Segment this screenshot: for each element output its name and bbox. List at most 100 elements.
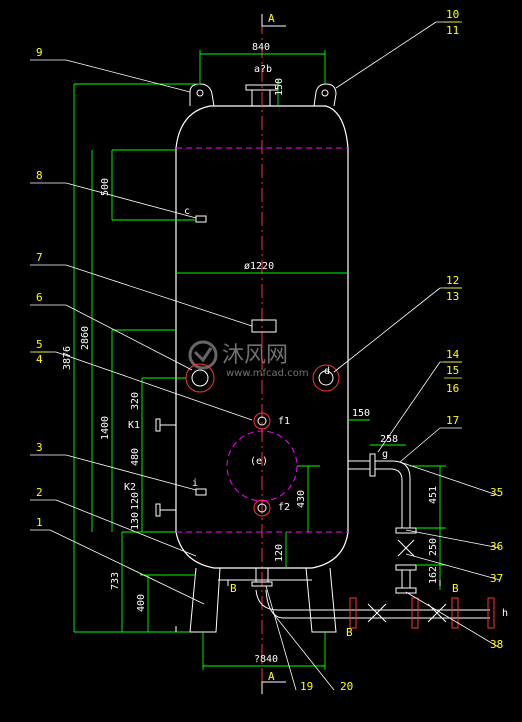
part-label-4: 4: [36, 353, 43, 366]
leader-14: [377, 361, 441, 453]
part-label-16: 16: [446, 382, 459, 395]
supports: [189, 567, 337, 633]
nozzle-label-h: h: [502, 608, 508, 619]
part-label-15: 15: [446, 364, 459, 377]
dim-text-3876: 3876: [62, 346, 73, 370]
nozzle-label-ab: a?b: [254, 64, 272, 75]
part-label-6: 6: [36, 291, 43, 304]
part-label-9: 9: [36, 46, 43, 59]
lug-right-hole: [321, 89, 329, 97]
part-label-20: 20: [340, 680, 353, 693]
watermark-logo-mark: [193, 347, 213, 363]
part-label-7: 7: [36, 251, 43, 264]
support-right: [305, 567, 337, 633]
flange-6-inner: [191, 369, 209, 387]
section-a-bottom-arrow: [261, 681, 286, 694]
leader-7: [65, 264, 253, 327]
drain-flange-b: [411, 597, 419, 629]
nozzle-c: [195, 215, 207, 223]
dim-text-500: 500: [100, 178, 111, 196]
leader-5: [55, 351, 253, 421]
part-label-13: 13: [446, 290, 459, 303]
part-label-35: 35: [490, 486, 503, 499]
dim-text-120a: 120: [130, 492, 141, 510]
part-label-37: 37: [490, 572, 503, 585]
leader-8: [65, 182, 197, 219]
nozzle-label-f2: f2: [278, 502, 290, 513]
leader-10: [335, 21, 437, 89]
dimension-text-group: 840 150 ø1220 500 2860 3876 1400 320 480…: [62, 42, 439, 665]
dim-text-430: 430: [296, 490, 307, 508]
part-label-38: 38: [490, 638, 503, 651]
nozzle-label-e: (e): [250, 456, 268, 467]
part-label-8: 8: [36, 169, 43, 182]
dim-text-258: 258: [380, 434, 398, 445]
support-left: [189, 567, 221, 633]
flange-37: [395, 564, 417, 571]
part-label-36: 36: [490, 540, 503, 553]
drain-pipe-top: [255, 589, 490, 611]
section-label-a-top: A: [268, 12, 275, 25]
top-nozzle-neck: [251, 89, 271, 107]
outlet-elbow-outer: [375, 460, 411, 528]
nozzle-f1-inner: [257, 416, 267, 426]
part-label-group: 9 10 11 8 7 6 5 4 3 2 1 12 13 14 15 16 1…: [36, 8, 503, 693]
dim-text-480: 480: [130, 448, 141, 466]
leader-lines: [30, 21, 501, 691]
k1-flange: [155, 418, 161, 432]
dim-text-400: 400: [136, 594, 147, 612]
dim-text-150-side: 150: [352, 408, 370, 419]
section-label-b3: B: [346, 626, 353, 639]
part-label-17: 17: [446, 414, 459, 427]
lug-right: [313, 83, 337, 107]
leader-9: [65, 59, 191, 93]
section-label-a-bottom: A: [268, 670, 275, 683]
nozzle-7: [251, 319, 277, 333]
leader-17: [399, 427, 441, 463]
leader-19: [265, 585, 297, 691]
side-nozzles: [155, 418, 176, 517]
section-label-b2: B: [452, 582, 459, 595]
part-label-19: 19: [300, 680, 313, 693]
section-b-marks: [175, 580, 441, 632]
watermark-cn-text: 沐风网: [222, 343, 288, 368]
part-label-1: 1: [36, 516, 43, 529]
watermark: 沐风网 www.mfcad.com: [188, 340, 309, 379]
dim-text-2860: 2860: [80, 326, 91, 350]
nozzle-label-i: i: [192, 478, 198, 489]
leader-2: [55, 499, 197, 557]
drain-valve: [367, 603, 387, 623]
leader-6: [65, 304, 193, 371]
nozzle-label-c: c: [184, 206, 190, 217]
nozzle-label-group: a?b c d (e) f1 f2 g h i K1 K2: [124, 64, 508, 619]
flange-38: [395, 587, 417, 594]
nozzle-f2-inner: [257, 503, 267, 513]
dim-text-162: 162: [428, 566, 439, 584]
nozzle-i: [195, 488, 207, 496]
part-label-2: 2: [36, 486, 43, 499]
section-markers: [175, 14, 441, 694]
flange-12: [312, 364, 340, 392]
nozzle-label-f1: f1: [278, 416, 290, 427]
part-label-10: 10: [446, 8, 459, 21]
drain-piping: [251, 567, 495, 629]
nozzle-label-d: d: [324, 366, 330, 377]
watermark-logo-icon: [188, 340, 218, 370]
dim-text-250: 250: [428, 538, 439, 556]
leader-1: [49, 529, 205, 605]
nozzle-f1: [253, 412, 271, 430]
dim-text-1400: 1400: [100, 416, 111, 440]
leader-12: [333, 287, 441, 373]
outlet-flange: [369, 453, 376, 477]
watermark-url: www.mfcad.com: [226, 368, 309, 379]
dim-text-120b: 120: [274, 544, 285, 562]
leader-38: [405, 591, 501, 649]
drain-flange-d: [487, 597, 495, 629]
section-a-top-arrow: [261, 14, 286, 27]
outlet-elbow-inner: [375, 468, 403, 528]
dim-text-840-bottom: ?840: [254, 654, 278, 665]
leader-35: [399, 461, 501, 497]
outlet-piping: [348, 453, 417, 594]
